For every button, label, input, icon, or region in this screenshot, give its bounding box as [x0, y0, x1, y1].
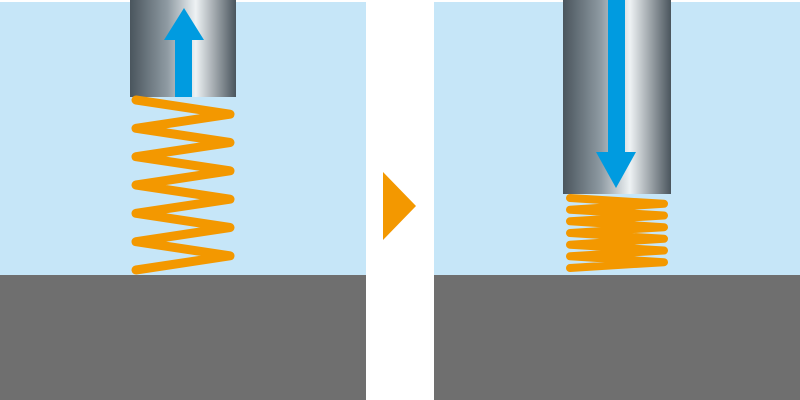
panel-compressed	[434, 0, 800, 400]
coil-spring-icon	[566, 194, 668, 272]
ground-block	[0, 275, 366, 400]
play-triangle-icon	[383, 172, 416, 240]
arrow-down-icon	[596, 0, 636, 188]
coil-spring-icon	[131, 95, 235, 275]
panel-extended	[0, 0, 366, 400]
arrow-up-icon	[164, 8, 204, 97]
ground-block	[434, 275, 800, 400]
